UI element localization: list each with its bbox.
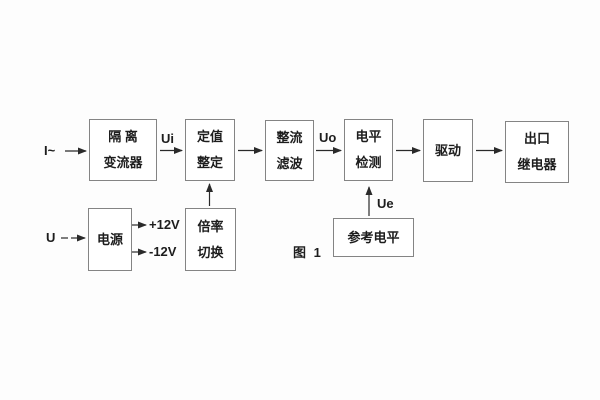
block-rectify-filter: 整流 滤波 xyxy=(265,120,314,181)
block-line: 切换 xyxy=(197,244,224,260)
label-plus-12v: +12V xyxy=(149,217,180,232)
block-output-relay: 出口 继电器 xyxy=(505,121,569,183)
block-line: 倍率 xyxy=(197,218,224,234)
block-line: 电源 xyxy=(96,231,123,247)
block-ratio-switch: 倍率 切换 xyxy=(185,208,236,271)
block-setpoint-setting: 定值 整定 xyxy=(185,119,235,181)
block-drive: 驱动 xyxy=(423,119,473,182)
block-level-detect: 电平 检测 xyxy=(344,119,393,181)
block-power-supply: 电源 xyxy=(88,208,132,271)
block-line: 电平 xyxy=(355,129,382,144)
block-line: 变流器 xyxy=(103,155,143,170)
block-line: 参考电平 xyxy=(347,229,400,245)
label-minus-12v: -12V xyxy=(149,244,177,259)
block-line: 整流 xyxy=(276,129,303,145)
block-line: 整定 xyxy=(196,155,223,170)
label-ui: Ui xyxy=(161,131,174,146)
block-line: 滤波 xyxy=(276,155,303,171)
label-uo: Uo xyxy=(319,130,337,145)
figure-caption: 图 1 xyxy=(293,245,323,260)
block-line: 检测 xyxy=(355,155,382,170)
block-isolation-transformer: 隔 离 变流器 xyxy=(89,119,157,181)
block-line: 驱动 xyxy=(434,142,461,158)
label-input-voltage: U xyxy=(46,230,56,245)
block-reference-level: 参考电平 xyxy=(333,218,414,257)
block-line: 出口 xyxy=(523,131,550,146)
label-input-current: I~ xyxy=(44,143,56,158)
label-ue: Ue xyxy=(377,196,394,211)
block-line: 继电器 xyxy=(517,157,557,172)
block-line: 定值 xyxy=(196,129,223,144)
block-line: 隔 离 xyxy=(108,129,138,144)
